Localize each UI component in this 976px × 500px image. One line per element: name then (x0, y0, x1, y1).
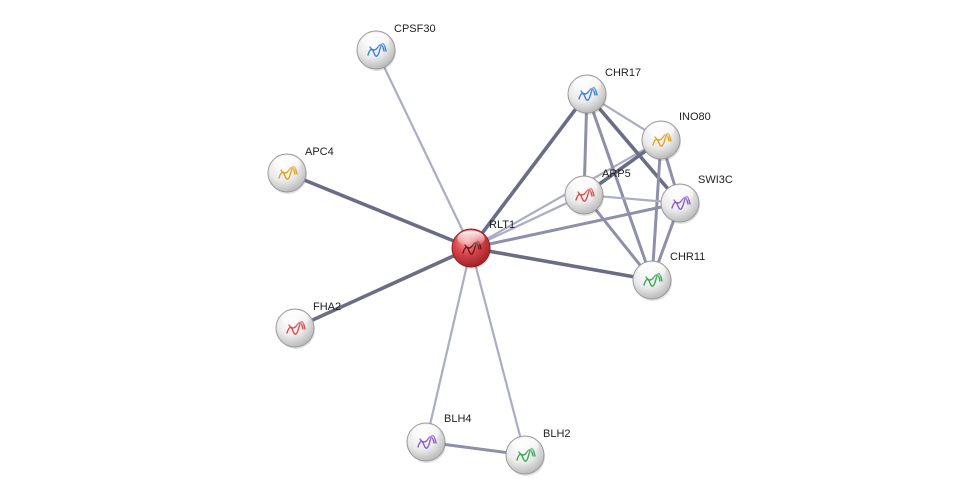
edge-rlt1-cpsf30[interactable] (374, 48, 473, 250)
node-label-rlt1: RLT1 (489, 219, 515, 231)
edge-rlt1-arp5[interactable] (469, 193, 586, 250)
edge-ino80-chr11[interactable] (650, 138, 663, 282)
node-gloss (457, 230, 485, 247)
node-label-apc4: APC4 (305, 146, 334, 158)
node-label-chr11: CHR11 (670, 251, 705, 263)
node-gloss (412, 424, 440, 441)
node-fha2[interactable]: FHA2 (275, 301, 341, 349)
node-gloss (570, 177, 598, 194)
node-label-blh2: BLH2 (543, 428, 571, 440)
node-arp5[interactable]: ARP5 (564, 168, 631, 216)
edge-rlt1-blh2[interactable] (469, 246, 527, 457)
node-gloss (638, 262, 666, 279)
edge-rlt1-apc4[interactable] (285, 171, 473, 250)
node-rlt1[interactable]: RLT1 (451, 219, 515, 269)
edge-rlt1-swi3c[interactable] (469, 201, 682, 250)
edge-rlt1-chr11[interactable] (469, 246, 654, 282)
node-blh2[interactable]: BLH2 (505, 428, 571, 476)
node-label-swi3c: SWI3C (698, 174, 733, 186)
node-gloss (666, 185, 694, 202)
node-gloss (511, 437, 539, 454)
node-apc4[interactable]: APC4 (267, 146, 334, 194)
node-label-ino80: INO80 (679, 111, 711, 123)
node-gloss (573, 76, 601, 93)
node-gloss (647, 122, 675, 139)
node-chr11[interactable]: CHR11 (632, 251, 705, 301)
node-label-arp5: ARP5 (602, 168, 631, 180)
edge-chr17-swi3c[interactable] (585, 92, 682, 205)
edge-rlt1-fha2[interactable] (293, 246, 473, 330)
node-swi3c[interactable]: SWI3C (660, 174, 733, 224)
node-chr17[interactable]: CHR17 (567, 67, 641, 115)
edge-rlt1-chr17[interactable] (469, 92, 589, 250)
node-gloss (362, 32, 390, 49)
node-label-fha2: FHA2 (313, 301, 341, 313)
node-blh4[interactable]: BLH4 (406, 413, 472, 463)
node-ino80[interactable]: INO80 (641, 111, 711, 161)
edge-rlt1-blh4[interactable] (424, 246, 473, 444)
node-cpsf30[interactable]: CPSF30 (356, 23, 436, 71)
node-label-cpsf30: CPSF30 (394, 23, 436, 35)
node-gloss (281, 310, 309, 327)
node-label-blh4: BLH4 (444, 413, 472, 425)
node-label-chr17: CHR17 (605, 67, 641, 79)
node-gloss (273, 155, 301, 172)
edge-chr17-chr11[interactable] (585, 92, 654, 282)
